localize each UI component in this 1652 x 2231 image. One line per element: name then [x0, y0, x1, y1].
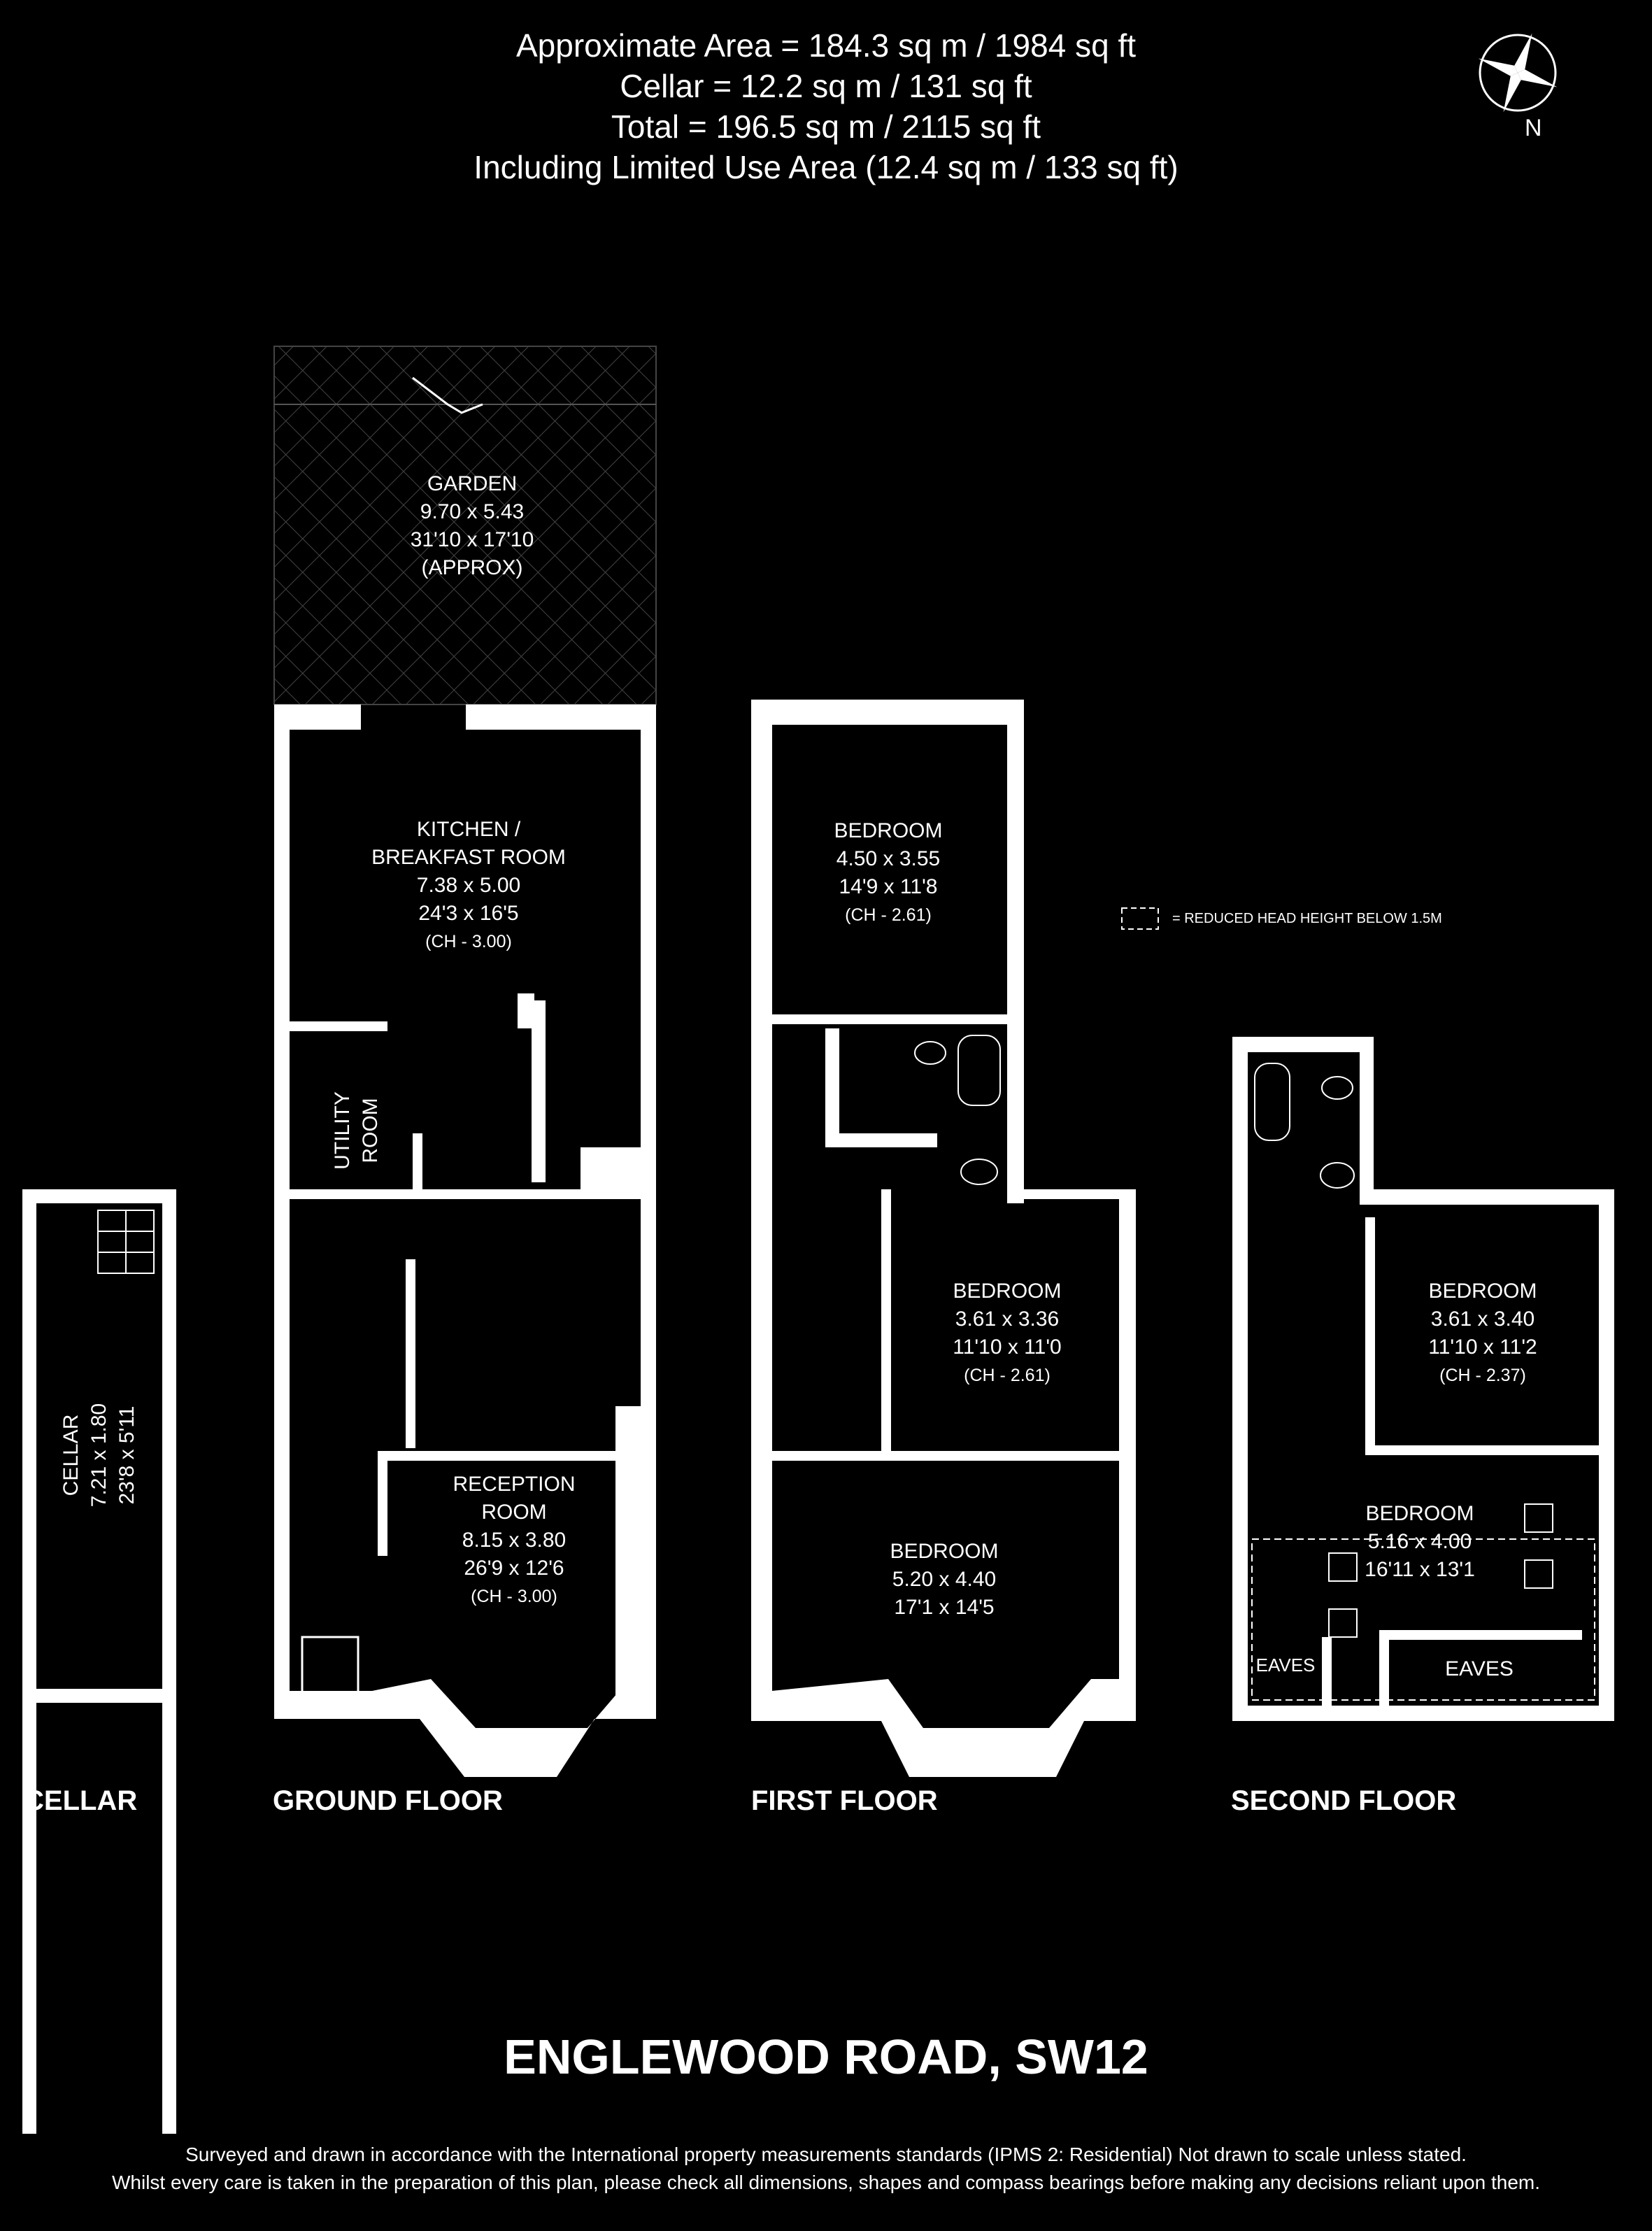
floor-label-cellar: CELLAR: [24, 1785, 138, 1816]
room-metric: 3.61 x 3.36: [955, 1308, 1060, 1331]
floor-label-second: SECOND FLOOR: [1231, 1785, 1457, 1816]
room-name: GARDEN: [427, 472, 518, 495]
room-imperial: 26'9 x 12'6: [464, 1557, 564, 1580]
room-utility: UTILITY ROOM: [329, 1061, 385, 1201]
room-imperial: 11'10 x 11'2: [1428, 1336, 1537, 1359]
room-imperial: 17'1 x 14'5: [894, 1596, 995, 1619]
room-name: ROOM: [481, 1501, 547, 1524]
room-imperial: 16'11 x 13'1: [1365, 1558, 1475, 1581]
room-ceiling-height: (CH - 2.37): [1439, 1366, 1526, 1385]
area-line-limited-use: Including Limited Use Area (12.4 sq m / …: [473, 149, 1179, 185]
property-title: ENGLEWOOD ROAD, SW12: [504, 2030, 1148, 2084]
room-name: UTILITY: [331, 1091, 354, 1170]
second-floor-plan: [1232, 1037, 1614, 1721]
room-metric: 5.16 x 4.00: [1367, 1530, 1472, 1553]
room-name: BEDROOM: [834, 819, 943, 842]
room-name: KITCHEN /: [416, 818, 521, 841]
floor-label-ground: GROUND FLOOR: [273, 1785, 503, 1816]
room-ff-bedroom-middle: BEDROOM 3.61 x 3.36 11'10 x 11'0 (CH - 2…: [909, 1277, 1105, 1389]
entrance-label: IN: [320, 1688, 341, 1711]
room-ceiling-height: (CH - 2.61): [845, 905, 932, 925]
room-name: BREAKFAST ROOM: [371, 846, 566, 869]
room-kitchen: KITCHEN / BREAKFAST ROOM 7.38 x 5.00 24'…: [350, 816, 588, 956]
legend-dashed-box-icon: [1121, 907, 1159, 930]
room-name: RECEPTION: [453, 1473, 576, 1496]
room-name: BEDROOM: [953, 1280, 1062, 1303]
room-metric: 4.50 x 3.55: [836, 847, 941, 870]
room-imperial: 14'9 x 11'8: [839, 875, 938, 898]
room-ff-bedroom-front: BEDROOM 5.20 x 4.40 17'1 x 14'5: [846, 1538, 1042, 1622]
room-metric: 7.38 x 5.00: [416, 874, 521, 897]
room-sf-bedroom-front: BEDROOM 5.16 x 4.00 16'11 x 13'1: [1329, 1500, 1511, 1584]
cellar-plan: [22, 1189, 176, 2134]
room-ceiling-height: (CH - 3.00): [471, 1587, 557, 1606]
room-ceiling-height: (CH - 2.61): [964, 1366, 1051, 1385]
compass-rose-icon: [1478, 33, 1558, 113]
ground-floor-plan: [273, 346, 657, 1777]
room-name: ROOM: [359, 1098, 382, 1163]
room-note: (APPROX): [421, 556, 523, 579]
room-sf-bedroom-rear: BEDROOM 3.61 x 3.40 11'10 x 11'2 (CH - 2…: [1392, 1277, 1574, 1389]
footer-line-1: Surveyed and drawn in accordance with th…: [185, 2144, 1467, 2165]
room-ff-bedroom-rear: BEDROOM 4.50 x 3.55 14'9 x 11'8 (CH - 2.…: [790, 817, 986, 929]
room-reception: RECEPTION ROOM 8.15 x 3.80 26'9 x 12'6 (…: [420, 1471, 608, 1610]
area-line-approximate: Approximate Area = 184.3 sq m / 1984 sq …: [515, 27, 1137, 64]
room-metric: 8.15 x 3.80: [462, 1529, 567, 1552]
room-imperial: 11'10 x 11'0: [953, 1336, 1062, 1359]
room-name: BEDROOM: [1365, 1502, 1474, 1525]
area-line-total: Total = 196.5 sq m / 2115 sq ft: [611, 108, 1041, 145]
first-floor-plan: [751, 700, 1136, 1777]
room-metric: 9.70 x 5.43: [420, 500, 525, 523]
floor-label-first: FIRST FLOOR: [751, 1785, 938, 1816]
room-imperial: 31'10 x 17'10: [410, 528, 534, 551]
room-metric: 3.61 x 3.40: [1430, 1308, 1535, 1331]
room-name: CELLAR: [59, 1414, 83, 1496]
room-ceiling-height: (CH - 3.00): [425, 932, 512, 951]
footer-line-2: Whilst every care is taken in the prepar…: [111, 2172, 1540, 2193]
legend-text: = REDUCED HEAD HEIGHT BELOW 1.5M: [1172, 911, 1442, 926]
room-eaves-right: EAVES: [1445, 1657, 1514, 1680]
area-line-cellar: Cellar = 12.2 sq m / 131 sq ft: [620, 68, 1032, 104]
room-metric: 5.20 x 4.40: [892, 1568, 997, 1591]
room-name: BEDROOM: [1428, 1280, 1537, 1303]
room-eaves-left: EAVES: [1255, 1655, 1316, 1676]
room-imperial: 24'3 x 16'5: [418, 902, 519, 925]
room-cellar: CELLAR 7.21 x 1.80 23'8 x 5'11: [57, 1343, 141, 1567]
room-metric: 7.21 x 1.80: [87, 1403, 111, 1508]
room-name: BEDROOM: [890, 1540, 999, 1563]
compass-north-label: N: [1525, 115, 1542, 141]
room-garden: GARDEN 9.70 x 5.43 31'10 x 17'10 (APPROX…: [392, 470, 553, 582]
room-imperial: 23'8 x 5'11: [115, 1405, 138, 1505]
